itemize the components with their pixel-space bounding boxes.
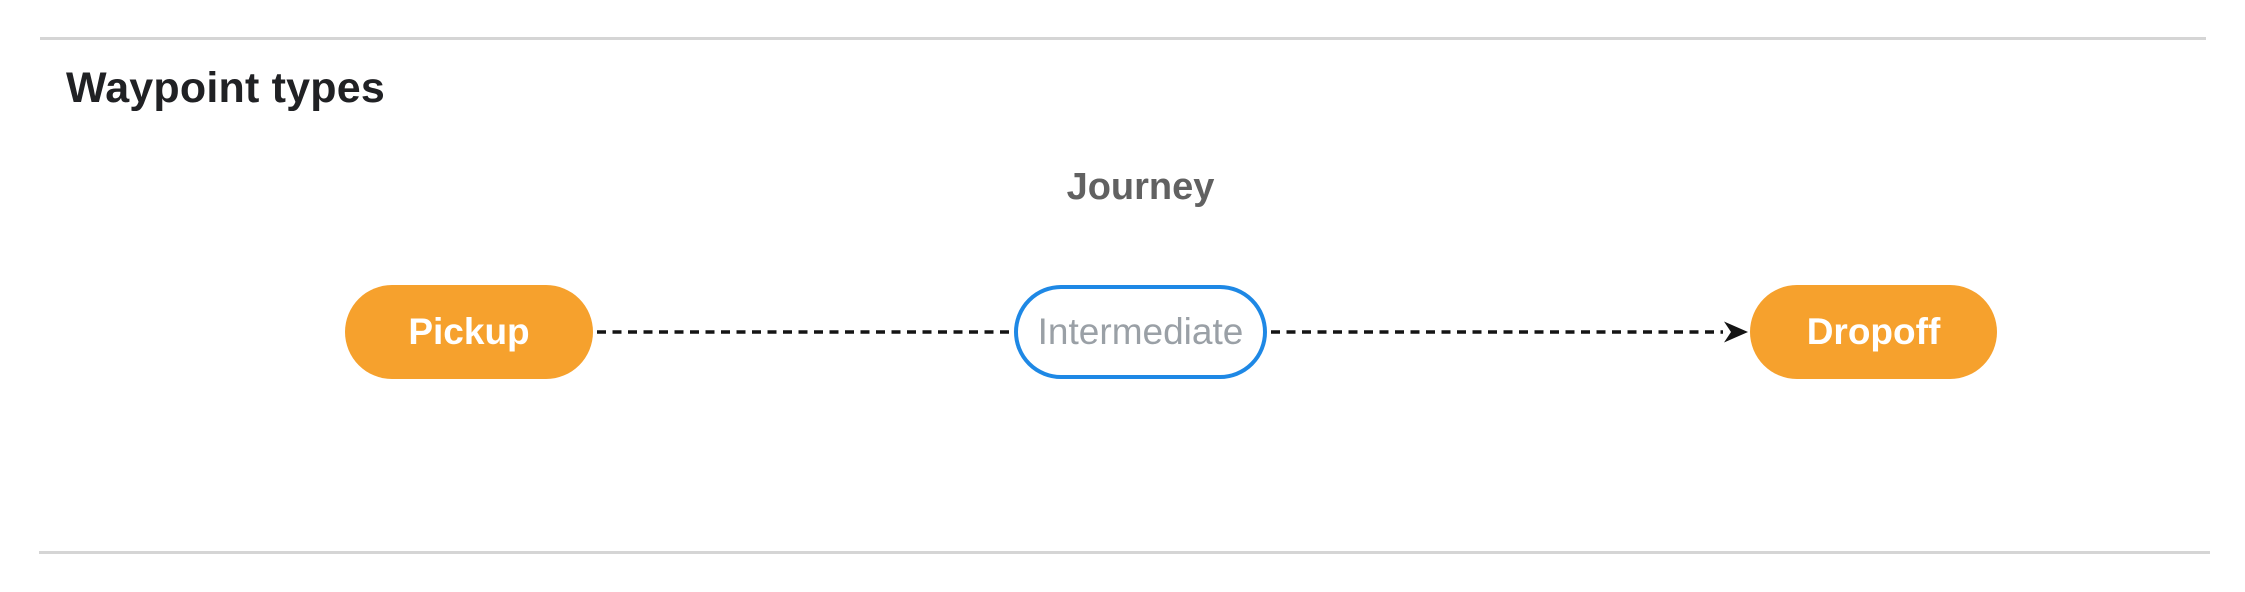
node-pickup-label: Pickup	[408, 311, 530, 352]
arrow-head-icon	[1724, 321, 1748, 343]
top-divider	[40, 37, 2206, 40]
node-dropoff: Dropoff	[1750, 285, 1997, 379]
page-title: Waypoint types	[66, 64, 385, 112]
node-intermediate: Intermediate	[1014, 285, 1267, 379]
node-pickup: Pickup	[345, 285, 593, 379]
diagram-title: Journey	[1066, 166, 1215, 208]
node-intermediate-label: Intermediate	[1037, 311, 1244, 352]
node-dropoff-label: Dropoff	[1806, 311, 1941, 352]
bottom-divider	[39, 551, 2210, 554]
